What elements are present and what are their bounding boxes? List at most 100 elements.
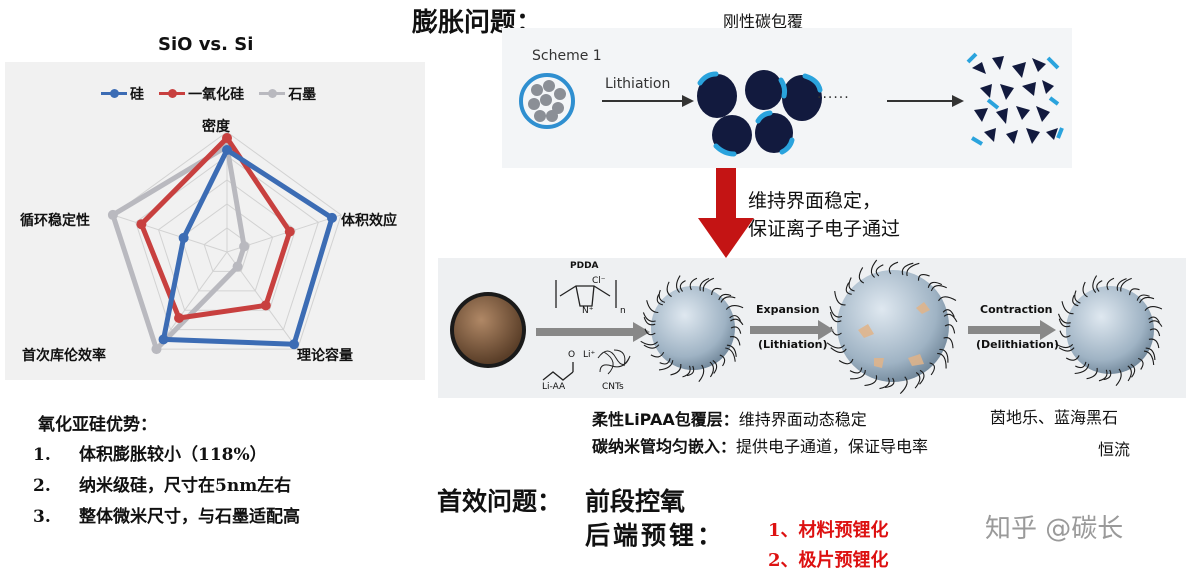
cnt-fiber [943, 313, 958, 323]
cnt-fiber [917, 274, 930, 281]
expansion-label: Expansion [756, 303, 820, 316]
cnt-fiber [875, 264, 884, 277]
cnt-fiber [718, 293, 732, 301]
radar-data-point [284, 226, 295, 237]
radar-title: SiO vs. Si [158, 34, 254, 55]
radar-data-point [174, 313, 185, 324]
prelithiation-item-1: 1、材料预锂化 [768, 520, 889, 541]
n-plus-label: N⁺ [582, 306, 594, 316]
cnt-fiber [1129, 288, 1140, 296]
carbon-coating-fragments [697, 71, 823, 157]
axis-label-cycle: 循环稳定性 [20, 213, 90, 229]
cnt-fiber [1148, 320, 1163, 327]
cnt-fiber [1086, 367, 1098, 380]
cnt-fiber [1055, 343, 1074, 349]
legend-item-graphite: 石墨 [259, 84, 316, 104]
radar-series-line [110, 143, 247, 352]
axis-label-capacity: 理论容量 [297, 348, 353, 364]
cnt-fiber [643, 316, 656, 326]
cnt-fiber [1143, 350, 1155, 366]
cnt-fiber [642, 312, 656, 322]
radar-chart-panel: 硅 一氧化硅 石墨 密度 体积效应 理论容量 首次库伦效率 循环稳定性 [5, 62, 425, 380]
radar-data-point [151, 344, 162, 355]
radar-data-point [260, 300, 271, 311]
cnt-fiber [1098, 369, 1108, 382]
flexible-label-1: 柔性LiPAA包覆层： [592, 410, 739, 429]
cnt-tangle [597, 349, 631, 375]
cnt-fiber [845, 282, 852, 295]
lipaa-graphic [450, 259, 1163, 394]
legend-swatch-sio [159, 89, 186, 98]
expanded-particle [837, 270, 949, 382]
cnt-fiber [1106, 277, 1115, 291]
broken-coating [966, 52, 1064, 146]
cnt-fiber [1072, 294, 1079, 307]
advantage-num-2: 2. [33, 476, 51, 496]
cnt-fiber [699, 277, 710, 291]
cnt-fiber [644, 328, 656, 336]
advantage-num-1: 1. [33, 445, 51, 465]
cnt-fiber [937, 352, 947, 369]
red-down-arrow [698, 168, 754, 258]
legend-label-sio: 一氧化硅 [188, 86, 245, 103]
o-label: O [568, 350, 576, 360]
cnt-fiber [1057, 313, 1071, 324]
cnt-fiber [1096, 280, 1103, 292]
cnt-fiber [1130, 363, 1136, 378]
cnt-fiber [650, 351, 665, 358]
radar-data-point [222, 133, 232, 143]
lithiated-particles [697, 70, 822, 155]
company-names-2: 恒流 [1098, 440, 1131, 459]
cnt-fiber [719, 354, 726, 367]
cnt-fiber [702, 277, 715, 292]
cnt-fiber [646, 300, 659, 314]
cnt-fiber [730, 326, 742, 334]
cnt-fiber [919, 369, 925, 385]
cnt-fiber [729, 336, 741, 346]
axis-label-ice: 首次库伦效率 [22, 348, 106, 364]
cnt-fiber [864, 375, 878, 387]
cnt-fiber [726, 344, 737, 357]
cnt-fiber [1136, 294, 1150, 301]
cnt-fiber [901, 262, 914, 276]
cnt-fiber [848, 277, 855, 292]
cnt-fiber [1139, 296, 1155, 304]
cnt-fiber [643, 344, 660, 349]
cnt-fiber [1148, 316, 1160, 323]
cnt-fiber [1058, 318, 1071, 328]
cnt-fiber [888, 261, 899, 275]
legend-item-sio: 一氧化硅 [159, 84, 244, 104]
radar-data-point [232, 261, 243, 272]
cnt-fiber [1120, 277, 1132, 292]
cnt-fiber [670, 363, 682, 376]
cnt-fiber [929, 362, 935, 376]
radar-plot [107, 131, 342, 355]
radar-data-point [239, 241, 250, 252]
axis-label-density: 密度 [202, 119, 230, 135]
si-particle-grains [528, 80, 566, 122]
cnt-fiber [938, 296, 957, 302]
cnt-fiber [730, 318, 744, 326]
li-aa-label: Li-AA [542, 382, 566, 392]
cnt-fiber [944, 324, 956, 334]
cnt-fiber [1137, 357, 1144, 370]
cnts-label: CNTs [602, 382, 624, 392]
cnt-fiber [679, 280, 686, 292]
advantage-item-2: 2.纳米级硅，尺寸在5nm左右 [33, 471, 291, 496]
legend-label-graphite: 石墨 [288, 86, 317, 103]
pdda-label: PDDA [570, 261, 599, 271]
rigid-coating-label: 刚性碳包覆 [723, 12, 804, 31]
advantage-text-1: 体积膨胀较小（118%） [79, 445, 267, 465]
cnt-fiber [1074, 290, 1081, 304]
flexible-text-2: 提供电子通道，保证导电率 [736, 437, 929, 456]
radar-data-point [222, 145, 232, 155]
cnt-fiber [725, 305, 744, 310]
axis-label-volume-effect: 体积效应 [341, 213, 397, 229]
cnt-fiber [709, 361, 714, 378]
cnt-fiber [1075, 361, 1087, 369]
cnt-fiber [656, 294, 664, 306]
cnt-fiber [1115, 368, 1122, 387]
radar-series-line [161, 147, 335, 347]
scheme-label: Scheme 1 [532, 48, 602, 64]
cnt-fiber [906, 262, 920, 277]
